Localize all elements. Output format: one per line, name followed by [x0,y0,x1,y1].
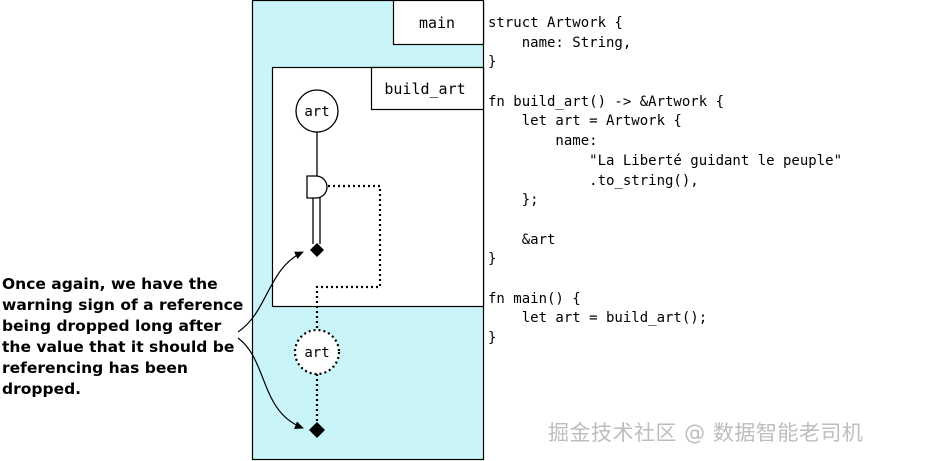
code-line [488,73,842,93]
code-line: name: String, [488,34,632,51]
code-line: } [488,251,497,268]
warning-annotation: Once again, we have the warning sign of … [2,274,247,400]
code-line: }; [488,192,539,209]
outer-art-label: art [304,345,329,361]
inner-art-label: art [304,104,329,120]
annotation-arrow-upper [237,251,304,333]
build-art-frame-label: build_art [384,80,465,98]
annotation-line: being dropped long after [2,317,222,335]
code-line [488,211,842,231]
code-line: &art [488,231,556,248]
code-line: let art = build_art(); [488,310,708,327]
code-line: fn build_art() -> &Artwork { [488,93,725,110]
outer-drop-diamond [309,422,325,438]
code-line: .to_string(), [488,172,699,189]
annotation-line: Once again, we have the [2,275,218,293]
main-frame-label-box [392,0,485,46]
code-line: name: [488,133,598,150]
watermark: 掘金技术社区 @ 数据智能老司机 [548,421,864,445]
code-line [488,270,842,290]
code-line: "La Liberté guidant le peuple" [488,152,843,169]
main-frame-label: main [419,14,455,32]
code-line: } [488,330,497,346]
code-line: } [488,54,497,71]
annotation-arrow-lower [237,337,304,429]
code-line: fn main() { [488,290,581,307]
code-listing: struct Artwork { name: String,} fn build_… [488,14,842,349]
annotation-line: the value that it should be [2,338,235,356]
code-line: let art = Artwork { [488,113,682,130]
inner-drop-diamond [310,243,324,257]
build-art-frame-label-box [370,66,485,111]
outer-art-circle [293,328,341,376]
annotation-line: warning sign of a reference [2,296,244,314]
annotation-line: referencing has been [2,359,188,377]
code-line: struct Artwork { [488,15,623,31]
annotation-line: dropped. [2,380,82,398]
borrow-gate [306,175,328,199]
